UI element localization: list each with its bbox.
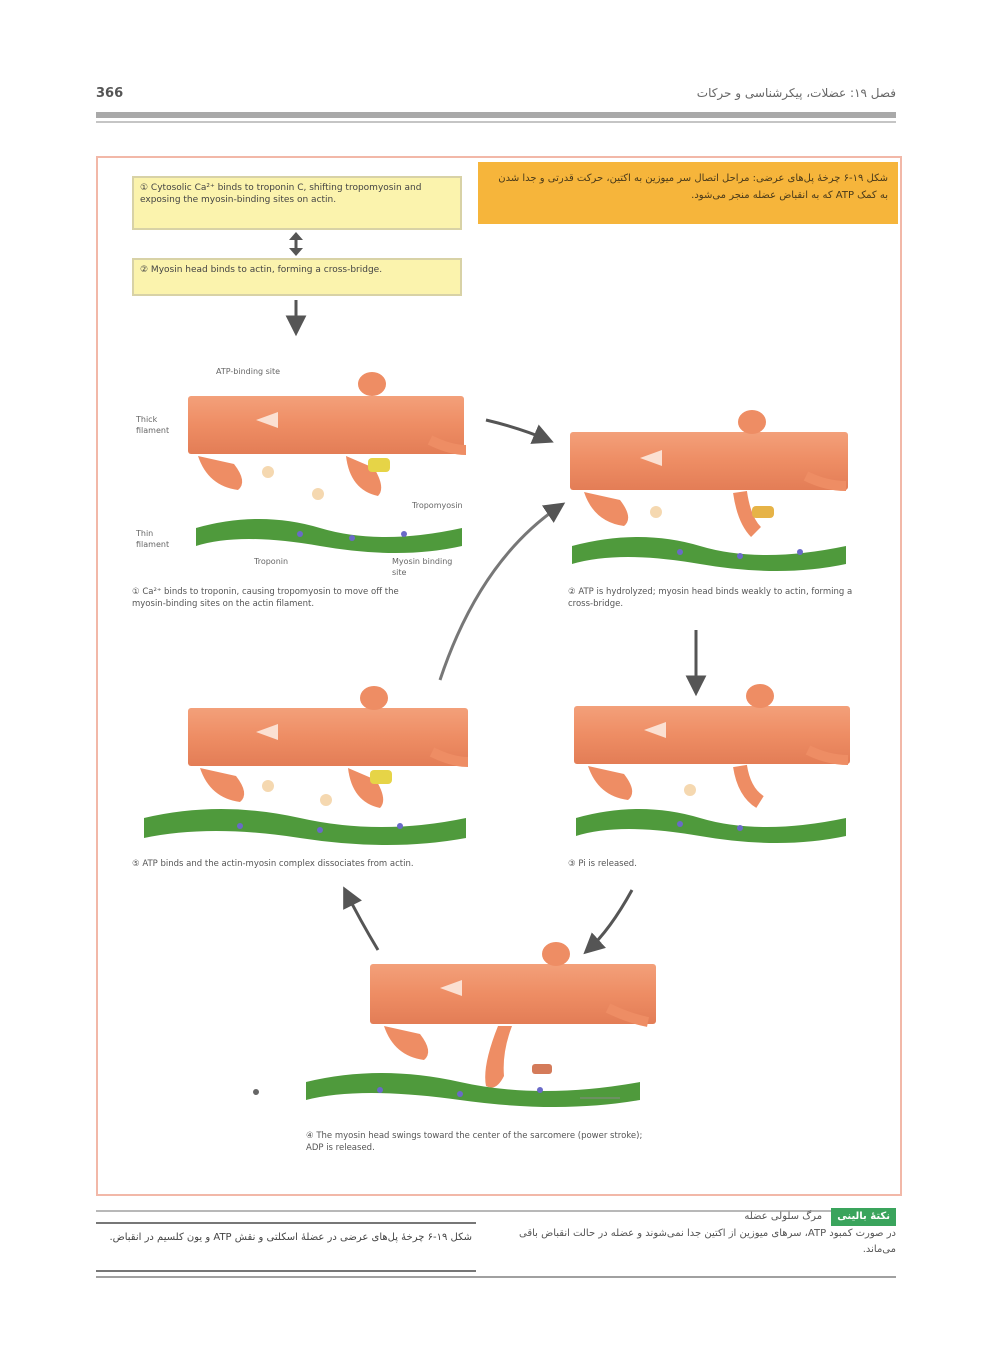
step-5-caption: ⑤ ATP binds and the actin-myosin complex… (132, 859, 414, 869)
label-troponin: Troponin (254, 557, 289, 566)
footer-bottom-rule (96, 1276, 896, 1278)
note-box-2: ② Myosin head binds to actin, forming a … (132, 258, 462, 296)
step-4-caption: ④ The myosin head swings toward the cent… (306, 1131, 643, 1153)
label-thick-filament: Thick filament (136, 415, 170, 435)
step-3-caption: ③ Pi is released. (568, 859, 637, 869)
label-atp-binding-site: ATP-binding site (216, 367, 281, 376)
chapter-title: فصل ۱۹: عضلات، پیکرشناسی و حرکات (696, 86, 896, 100)
clinical-note-text: در صورت کمبود ATP، سرهای میوزین از اکتین… (518, 1228, 896, 1255)
header-rule (96, 112, 896, 118)
step-2-caption: ② ATP is hydrolyzed; myosin head binds w… (568, 587, 853, 609)
label-tropomyosin: Tropomyosin (412, 501, 463, 510)
step-1-caption: ① Ca²⁺ binds to troponin, causing tropom… (132, 587, 399, 609)
footer-clinical-note: نکتهٔ بالینی مرگ سلولی عضله در صورت کمبو… (512, 1208, 896, 1274)
clinical-badge: نکتهٔ بالینی (831, 1208, 896, 1226)
figure-caption: شکل ۱۹-۶ چرخهٔ پل‌های عرضی: مراحل اتصال … (478, 162, 898, 224)
note-box-1: ① Cytosolic Ca²⁺ binds to troponin C, sh… (132, 176, 462, 230)
label-thin-filament: Thin filament (136, 529, 170, 549)
page-number: 366 (96, 86, 124, 101)
header-rule-thin (96, 121, 896, 123)
footer-figure-note: شکل ۱۹-۶ چرخهٔ پل‌های عرضی در عضلهٔ اسکل… (96, 1222, 476, 1272)
page-header: 366 فصل ۱۹: عضلات، پیکرشناسی و حرکات (96, 86, 896, 106)
clinical-note-title: مرگ سلولی عضله (744, 1211, 823, 1222)
figure-frame (96, 156, 902, 1196)
label-myosin-binding-site: Myosin binding site (392, 557, 453, 577)
footer-rule (96, 1210, 896, 1212)
